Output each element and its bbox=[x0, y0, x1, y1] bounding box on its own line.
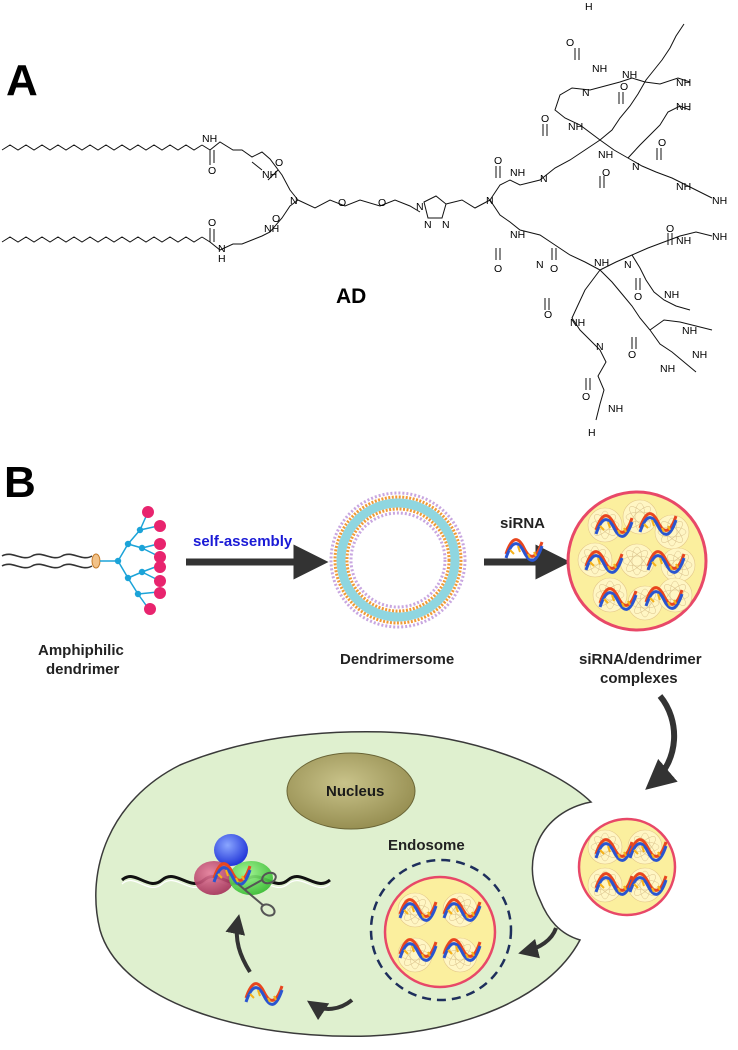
svg-text:O: O bbox=[634, 291, 642, 303]
svg-text:NH: NH bbox=[622, 69, 637, 81]
svg-text:NH: NH bbox=[568, 121, 583, 133]
endosome-membrane bbox=[369, 858, 513, 1002]
svg-text:N: N bbox=[582, 87, 590, 99]
svg-text:N: N bbox=[290, 195, 298, 207]
panel-b-letter: B bbox=[4, 458, 36, 507]
svg-text:NH: NH bbox=[664, 289, 679, 301]
svg-text:NH: NH bbox=[682, 325, 697, 337]
label-dendrimersome: Dendrimersome bbox=[340, 651, 454, 668]
dendrimersome-vesicle bbox=[329, 491, 467, 629]
chemical-structure-ad bbox=[1, 23, 713, 421]
amphiphilic-dendrimer-icon bbox=[1, 506, 166, 615]
svg-text:O: O bbox=[494, 155, 502, 167]
endosome-complex bbox=[383, 875, 497, 989]
svg-text:H: H bbox=[218, 253, 226, 265]
label-self-assembly: self-assembly bbox=[193, 533, 293, 550]
svg-text:N: N bbox=[632, 161, 640, 173]
svg-text:N: N bbox=[442, 219, 450, 231]
svg-text:N: N bbox=[596, 341, 604, 353]
svg-text:NH: NH bbox=[676, 101, 691, 113]
svg-text:NH: NH bbox=[264, 223, 279, 235]
svg-text:NH: NH bbox=[676, 77, 691, 89]
risc-arrow bbox=[225, 914, 252, 974]
svg-text:NH: NH bbox=[712, 195, 727, 207]
entering-complex bbox=[577, 817, 677, 917]
svg-text:O: O bbox=[494, 263, 502, 275]
label-sirna: siRNA bbox=[500, 515, 545, 532]
svg-text:NH: NH bbox=[692, 349, 707, 361]
svg-text:O: O bbox=[208, 217, 216, 229]
triazole-ring bbox=[423, 195, 447, 219]
label-complexes-1: siRNA/dendrimer bbox=[579, 651, 702, 668]
svg-text:N: N bbox=[424, 219, 432, 231]
svg-text:H: H bbox=[588, 427, 596, 439]
svg-text:O: O bbox=[275, 157, 283, 169]
svg-text:N: N bbox=[536, 259, 544, 271]
alkyl-chain-upper bbox=[1, 144, 203, 151]
svg-text:O: O bbox=[566, 37, 574, 49]
mrna-risc-complex bbox=[120, 834, 331, 895]
svg-text:NH: NH bbox=[202, 133, 217, 145]
label-dendrimer: dendrimer bbox=[46, 661, 120, 678]
uptake-arrow bbox=[645, 694, 678, 790]
svg-text:O: O bbox=[338, 197, 346, 209]
label-endosome: Endosome bbox=[388, 837, 465, 854]
svg-text:NH: NH bbox=[510, 229, 525, 241]
svg-text:NH: NH bbox=[262, 169, 277, 181]
svg-text:NH: NH bbox=[598, 149, 613, 161]
label-complexes-2: complexes bbox=[600, 670, 678, 687]
nucleus bbox=[286, 752, 416, 830]
svg-text:O: O bbox=[550, 263, 558, 275]
atom-labels: NH O NH O N NH O O H N O O N N N N NH O … bbox=[202, 1, 727, 439]
svg-text:NH: NH bbox=[608, 403, 623, 415]
svg-text:N: N bbox=[416, 201, 424, 213]
endocytosis-arrow bbox=[518, 927, 558, 959]
svg-text:O: O bbox=[666, 223, 674, 235]
scissors-icon bbox=[237, 871, 277, 917]
svg-text:O: O bbox=[582, 391, 590, 403]
alkyl-chain-lower bbox=[1, 236, 203, 243]
svg-text:NH: NH bbox=[510, 167, 525, 179]
label-nucleus: Nucleus bbox=[326, 783, 384, 800]
sirna-icon bbox=[504, 538, 544, 562]
svg-text:N: N bbox=[540, 173, 548, 185]
svg-text:O: O bbox=[602, 167, 610, 179]
svg-text:O: O bbox=[628, 349, 636, 361]
label-amphiphilic: Amphiphilic bbox=[38, 642, 124, 659]
svg-text:NH: NH bbox=[594, 257, 609, 269]
svg-text:O: O bbox=[208, 165, 216, 177]
svg-text:NH: NH bbox=[712, 231, 727, 243]
svg-text:O: O bbox=[272, 213, 280, 225]
molecule-name: AD bbox=[336, 285, 366, 308]
svg-text:N: N bbox=[218, 243, 226, 255]
svg-text:H: H bbox=[585, 1, 593, 13]
svg-text:N: N bbox=[624, 259, 632, 271]
svg-text:O: O bbox=[620, 81, 628, 93]
svg-text:O: O bbox=[544, 309, 552, 321]
sirna-dendrimer-complex bbox=[566, 490, 708, 632]
svg-text:O: O bbox=[541, 113, 549, 125]
svg-text:NH: NH bbox=[592, 63, 607, 75]
svg-text:NH: NH bbox=[570, 317, 585, 329]
panel-a-letter: A bbox=[6, 56, 38, 105]
release-arrow bbox=[307, 998, 354, 1021]
svg-text:O: O bbox=[658, 137, 666, 149]
svg-text:N: N bbox=[486, 195, 494, 207]
svg-text:NH: NH bbox=[676, 181, 691, 193]
svg-text:NH: NH bbox=[676, 235, 691, 247]
svg-text:NH: NH bbox=[660, 363, 675, 375]
svg-text:O: O bbox=[378, 197, 386, 209]
